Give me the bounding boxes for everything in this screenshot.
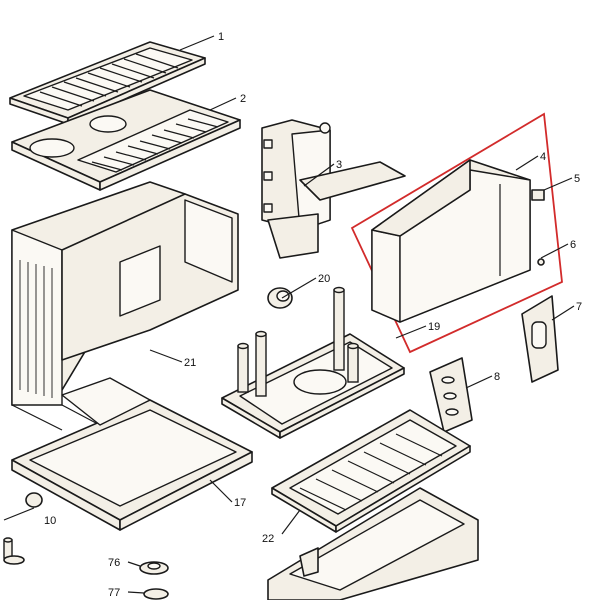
part-17-base-plate (11, 377, 253, 531)
leader-lines (3, 35, 575, 594)
part-76-washer (139, 561, 169, 575)
part-19-platform (221, 286, 405, 439)
callout-22: 22 (262, 533, 274, 545)
part-22-drip-grill (271, 409, 471, 533)
housing-body (11, 181, 239, 441)
callout-19: 19 (428, 321, 440, 333)
callout-20: 20 (318, 273, 330, 285)
part-3-side-bracket (261, 119, 406, 259)
part-1-top-grill (9, 41, 206, 125)
callout-2: 2 (240, 93, 246, 105)
part-4-water-tank (371, 159, 531, 323)
part-6-pin (537, 258, 545, 266)
part-77-washer (143, 588, 169, 600)
drip-tray (267, 487, 479, 600)
part-8-control-panel (429, 357, 473, 433)
part-7-handle-cover (521, 295, 559, 383)
callout-77: 77 (108, 587, 120, 599)
part-20-knob (267, 287, 293, 309)
callout-5: 5 (574, 173, 580, 185)
callout-1: 1 (218, 31, 224, 43)
callout-7: 7 (576, 301, 582, 313)
callout-labels: 1 2 3 4 5 6 7 8 10 17 19 20 21 22 76 77 (44, 31, 582, 599)
callout-6: 6 (570, 239, 576, 251)
callout-21: 21 (184, 357, 196, 369)
callout-4: 4 (540, 151, 546, 163)
part-2-cup-tray (11, 89, 241, 191)
callout-17: 17 (234, 497, 246, 509)
part-5-clip (531, 189, 545, 201)
callout-10: 10 (44, 515, 56, 527)
part-10-knob (3, 492, 43, 565)
callout-76: 76 (108, 557, 120, 569)
callout-8: 8 (494, 371, 500, 383)
callout-3: 3 (336, 159, 342, 171)
